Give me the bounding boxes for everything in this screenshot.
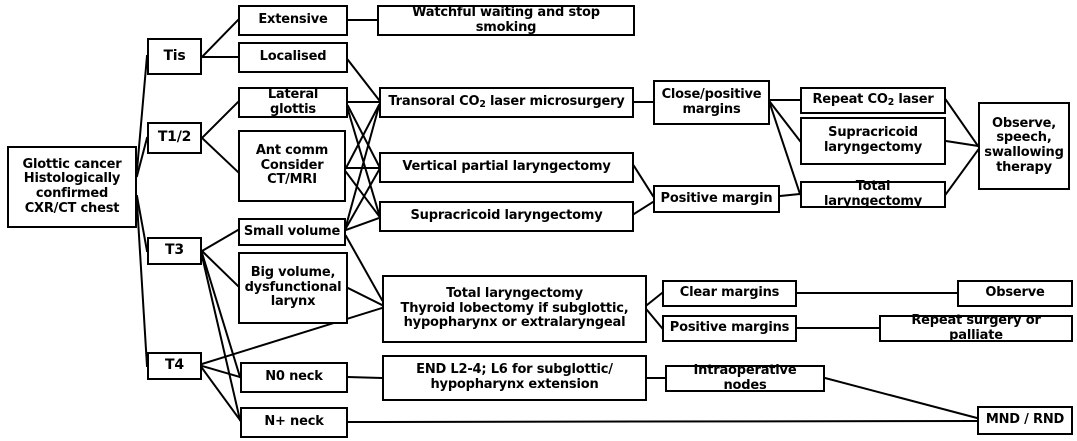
- node-label-lateral: Lateral glottis: [267, 86, 319, 117]
- node-tis[interactable]: Tis: [147, 38, 202, 75]
- node-label-clearmarg: Clear margins: [679, 285, 780, 301]
- connector-repeatlaser-to-observesp: [944, 98, 980, 148]
- node-label-root: Glottic cancer Histologically confirmed …: [22, 156, 122, 216]
- connector-intranodes-to-mndrnd: [823, 376, 979, 420]
- node-label-posmargin: Positive margin: [660, 190, 773, 206]
- node-totallaryn[interactable]: Total laryngectomy Thyroid lobectomy if …: [382, 275, 647, 343]
- node-mndrnd[interactable]: MND / RND: [977, 406, 1073, 435]
- node-smallvol[interactable]: Small volume: [238, 218, 346, 246]
- node-repeatlaser[interactable]: Repeat CO2 laser: [800, 87, 946, 114]
- connector-closepos-to-supracric2: [768, 100, 802, 143]
- node-label-repeatlaser: Repeat CO2 laser: [812, 91, 934, 108]
- node-closepos[interactable]: Close/positive margins: [653, 80, 770, 125]
- node-transoral[interactable]: Transoral CO2 laser microsurgery: [379, 87, 634, 118]
- node-n0neck[interactable]: N0 neck: [240, 362, 348, 393]
- node-endl24[interactable]: END L2-4; L6 for subglottic/ hypopharynx…: [382, 355, 647, 401]
- node-label-extensive: Extensive: [258, 12, 328, 28]
- connector-tis-to-extensive: [200, 18, 240, 59]
- node-label-bigvol: Big volume, dysfunctional larynx: [244, 265, 342, 310]
- node-extensive[interactable]: Extensive: [238, 5, 348, 36]
- node-t4[interactable]: T4: [147, 352, 202, 380]
- node-lateral[interactable]: Lateral glottis: [238, 87, 348, 118]
- node-label-closepos: Close/positive margins: [661, 86, 762, 117]
- node-label-repeatsurg: Repeat surgery or palliate: [911, 312, 1041, 343]
- connector-smallvol-to-transoral: [344, 104, 381, 228]
- node-label-observe: Observe: [985, 285, 1045, 301]
- node-label-watchful: Watchful waiting and stop smoking: [412, 4, 600, 35]
- node-npneck[interactable]: N+ neck: [240, 407, 348, 438]
- connector-posmargin-to-totallaryn2: [778, 192, 802, 198]
- node-posmargins[interactable]: Positive margins: [662, 315, 797, 342]
- node-root[interactable]: Glottic cancer Histologically confirmed …: [7, 146, 137, 228]
- connector-t3-to-npneck: [200, 254, 242, 422]
- node-label-mndrnd: MND / RND: [985, 412, 1065, 428]
- connector-supracric1-to-posmargin: [632, 200, 655, 216]
- node-label-n0neck: N0 neck: [265, 369, 323, 385]
- node-label-vertical: Vertical partial laryngectomy: [402, 159, 611, 175]
- node-watchful[interactable]: Watchful waiting and stop smoking: [377, 5, 635, 36]
- connector-bigvol-to-totallaryn: [346, 286, 384, 307]
- connector-localised-to-transoral: [346, 58, 381, 102]
- connector-t4-to-npneck: [200, 366, 242, 422]
- node-label-transoral: Transoral CO2 laser microsurgery: [388, 93, 625, 110]
- connector-lateral-to-supracric1: [346, 108, 381, 216]
- node-label-intranodes: Intraoperative nodes: [693, 362, 797, 393]
- connector-t3-to-bigvol: [200, 249, 240, 288]
- node-clearmarg[interactable]: Clear margins: [662, 280, 797, 307]
- connector-lateral-to-vertical: [346, 104, 381, 168]
- node-repeatsurg[interactable]: Repeat surgery or palliate: [879, 312, 1073, 343]
- connector-smallvol-to-supracric1: [344, 216, 381, 232]
- node-label-t12: T1/2: [157, 129, 192, 146]
- node-label-t3: T3: [165, 242, 184, 259]
- node-label-antcomm: Ant comm Consider CT/MRI: [255, 143, 329, 188]
- connector-closepos-to-totallaryn2: [768, 102, 802, 196]
- node-bigvol[interactable]: Big volume, dysfunctional larynx: [238, 252, 348, 324]
- node-vertical[interactable]: Vertical partial laryngectomy: [379, 152, 634, 183]
- node-intranodes[interactable]: Intraoperative nodes: [665, 362, 825, 393]
- connector-root-to-t4: [135, 201, 149, 368]
- node-posmargin[interactable]: Positive margin: [653, 185, 780, 213]
- node-label-t4: T4: [165, 357, 184, 374]
- connector-totallaryn-to-posmargins: [645, 308, 664, 330]
- connector-root-to-t3: [135, 194, 149, 253]
- node-label-smallvol: Small volume: [243, 223, 341, 239]
- node-label-posmargins: Positive margins: [669, 320, 790, 336]
- connector-n0neck-to-endl24: [346, 375, 384, 380]
- connector-t12-to-lateral: [200, 100, 240, 140]
- connector-t3-to-smallvol: [200, 228, 240, 253]
- node-observe[interactable]: Observe: [957, 280, 1073, 307]
- node-label-endl24: END L2-4; L6 for subglottic/ hypopharynx…: [416, 362, 613, 392]
- node-label-totallaryn: Total laryngectomy Thyroid lobectomy if …: [400, 286, 629, 331]
- node-observesp[interactable]: Observe, speech, swallowing therapy: [978, 102, 1070, 190]
- node-label-tis: Tis: [163, 47, 186, 64]
- node-localised[interactable]: Localised: [238, 42, 348, 73]
- node-antcomm[interactable]: Ant comm Consider CT/MRI: [238, 130, 346, 202]
- node-label-observesp: Observe, speech, swallowing therapy: [984, 115, 1064, 175]
- connector-vertical-to-posmargin: [632, 164, 655, 198]
- node-supracric1[interactable]: Supracricoid laryngectomy: [379, 201, 634, 232]
- connector-npneck-to-mndrnd: [346, 419, 979, 424]
- node-label-npneck: N+ neck: [264, 414, 324, 430]
- connector-totallaryn-to-clearmarg: [645, 291, 664, 307]
- node-label-totallaryn2: Total laryngectomy: [824, 178, 922, 209]
- connector-antcomm-to-supracric1: [344, 170, 381, 218]
- connector-root-to-tis: [135, 54, 149, 172]
- connector-t4-to-n0neck: [200, 364, 242, 379]
- node-label-supracric2: Supracricoid laryngectomy: [824, 125, 922, 155]
- connector-totallaryn2-to-observesp: [944, 148, 980, 196]
- node-label-supracric1: Supracricoid laryngectomy: [410, 208, 603, 224]
- node-t3[interactable]: T3: [147, 237, 202, 265]
- connector-t12-to-antcomm: [200, 136, 240, 174]
- connector-smallvol-to-vertical: [344, 168, 381, 230]
- connector-root-to-t12: [135, 136, 149, 178]
- node-supracric2[interactable]: Supracricoid laryngectomy: [800, 117, 946, 165]
- node-totallaryn2[interactable]: Total laryngectomy: [800, 178, 946, 209]
- connector-t3-to-n0neck: [200, 251, 242, 379]
- connector-smallvol-to-totallaryn: [344, 234, 384, 302]
- connector-supracric2-to-observesp: [944, 139, 980, 148]
- node-label-localised: Localised: [259, 49, 327, 65]
- connector-antcomm-to-transoral: [344, 103, 381, 170]
- node-t12[interactable]: T1/2: [147, 122, 202, 154]
